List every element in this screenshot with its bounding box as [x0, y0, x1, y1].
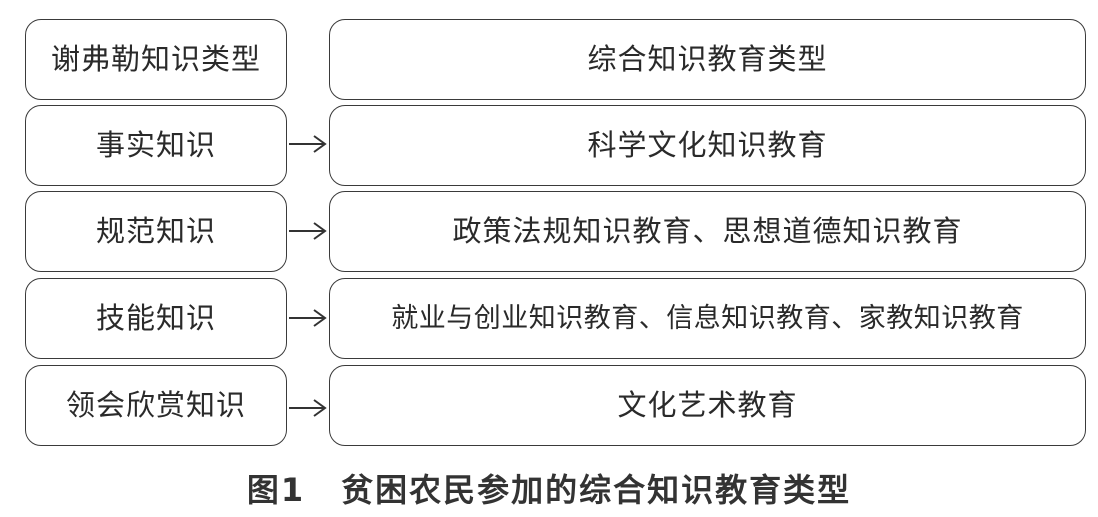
scheffler-type-box-3: 技能知识 — [25, 278, 287, 359]
header-right-box: 综合知识教育类型 — [329, 19, 1086, 100]
header-left-label: 谢弗勒知识类型 — [50, 42, 261, 76]
education-type-box-2: 政策法规知识教育、思想道德知识教育 — [329, 191, 1086, 272]
figure-caption: 图1 贫困农民参加的综合知识教育类型 — [0, 466, 1098, 510]
scheffler-type-label: 规范知识 — [95, 214, 216, 248]
header-right-label: 综合知识教育类型 — [587, 42, 828, 76]
scheffler-type-label: 事实知识 — [95, 128, 216, 162]
figure-number: 图1 — [246, 471, 306, 509]
figure-caption-text: 贫困农民参加的综合知识教育类型 — [341, 471, 852, 509]
header-left-box: 谢弗勒知识类型 — [25, 19, 287, 100]
arrow-right-icon — [289, 222, 327, 240]
education-type-box-3: 就业与创业知识教育、信息知识教育、家教知识教育 — [329, 278, 1086, 359]
scheffler-type-box-1: 事实知识 — [25, 105, 287, 186]
scheffler-type-box-4: 领会欣赏知识 — [25, 365, 287, 446]
education-type-label: 政策法规知识教育、思想道德知识教育 — [452, 214, 963, 248]
arrow-right-icon — [289, 309, 327, 327]
education-type-label: 文化艺术教育 — [617, 388, 798, 422]
education-type-label: 就业与创业知识教育、信息知识教育、家教知识教育 — [391, 303, 1024, 334]
education-type-box-1: 科学文化知识教育 — [329, 105, 1086, 186]
scheffler-type-box-2: 规范知识 — [25, 191, 287, 272]
education-type-box-4: 文化艺术教育 — [329, 365, 1086, 446]
arrow-right-icon — [289, 399, 327, 417]
scheffler-type-label: 技能知识 — [95, 301, 216, 335]
arrow-right-icon — [289, 135, 327, 153]
education-type-label: 科学文化知识教育 — [587, 128, 828, 162]
scheffler-type-label: 领会欣赏知识 — [65, 388, 246, 422]
